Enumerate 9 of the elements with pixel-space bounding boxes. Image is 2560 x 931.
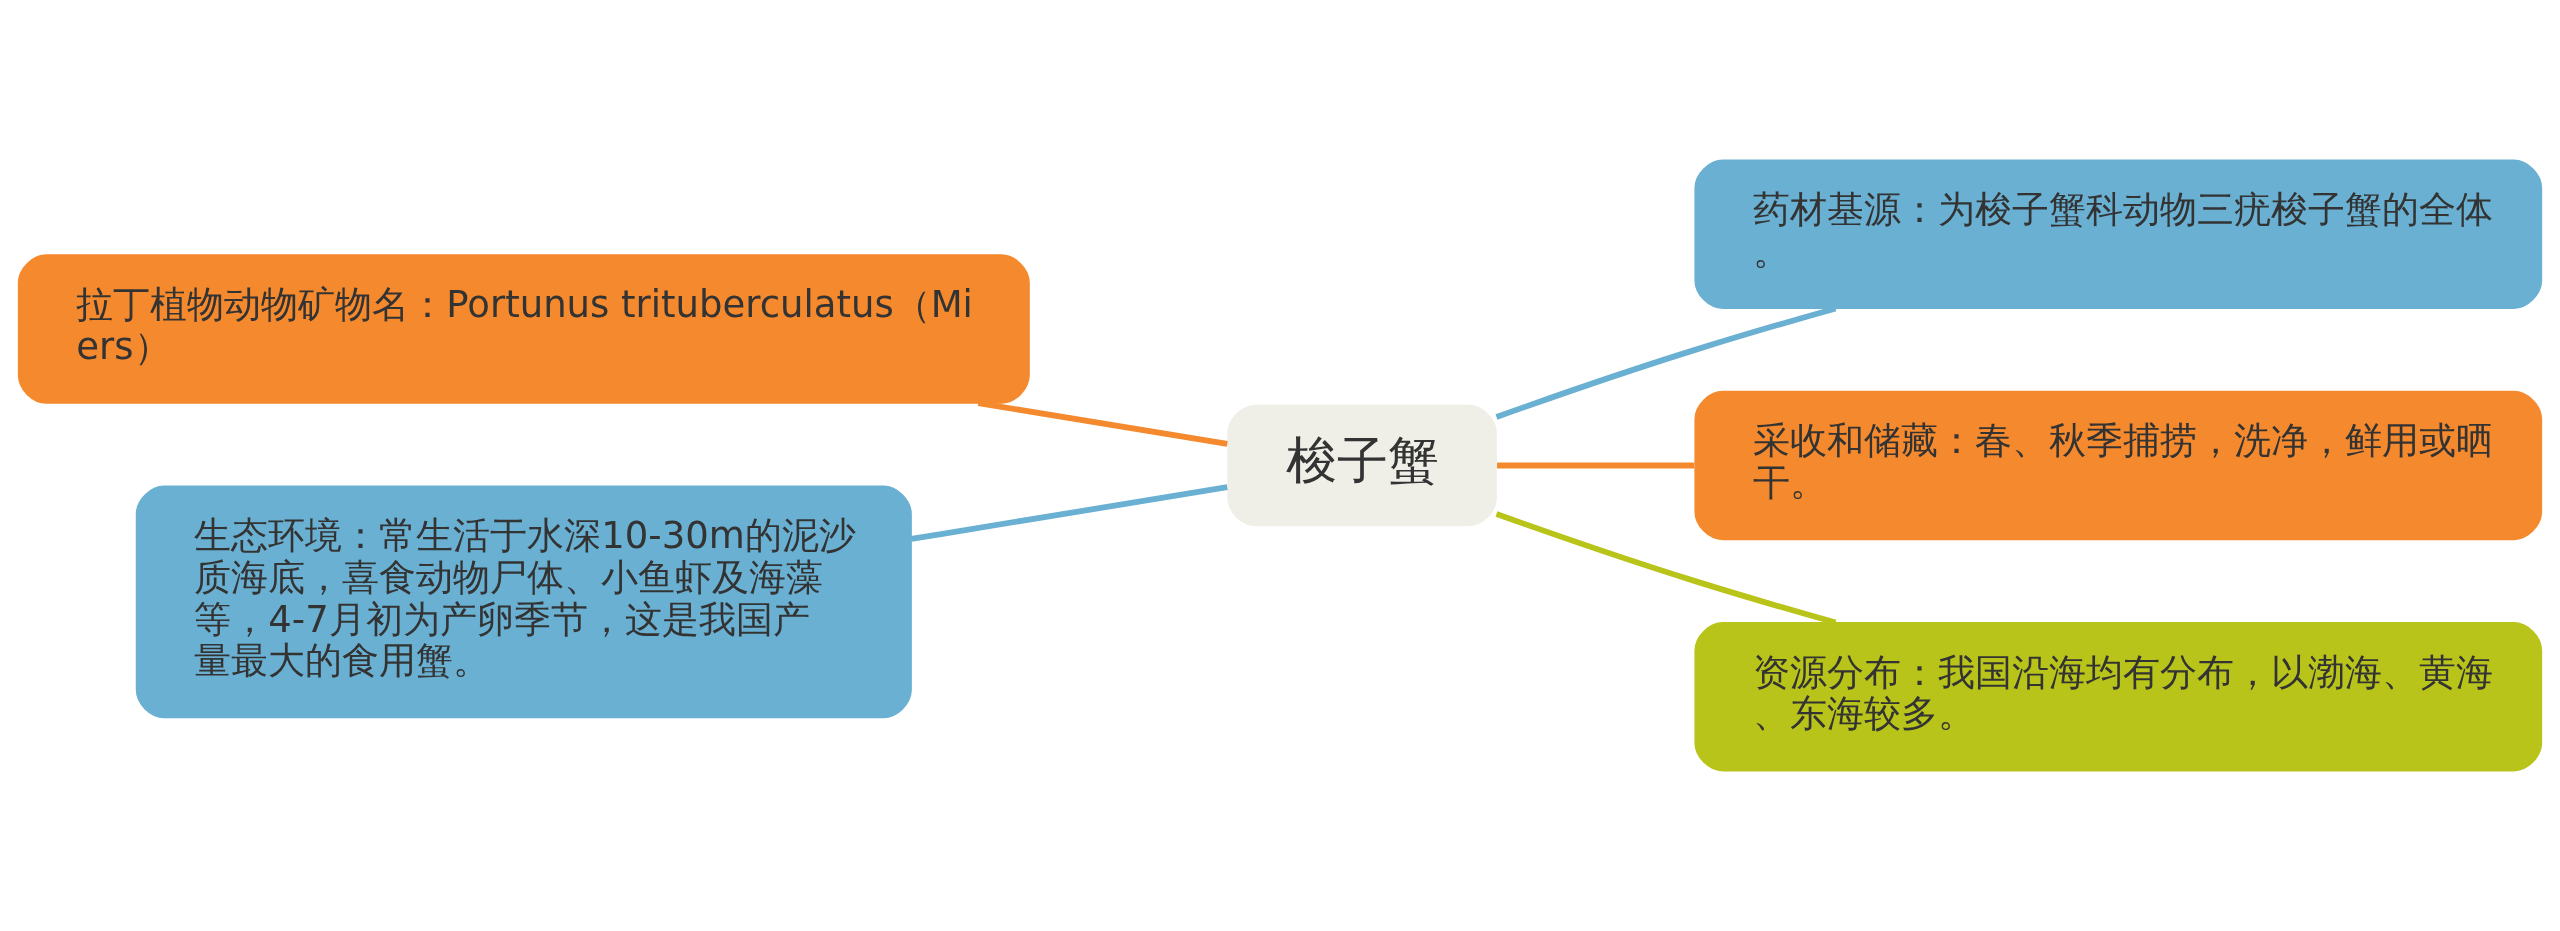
node-box: 拉丁植物动物矿物名：Portunus trituberculatus（Miers） (17, 254, 1030, 404)
node-box: 资源分布：我国沿海均有分布，以渤海、黄海、东海较多。 (1694, 622, 2543, 772)
node-box: 采收和储藏：春、秋季捕捞，洗净，鲜用或晒干。 (1694, 390, 2543, 541)
node-box: 生态环境：常生活于水深10-30m的泥沙质海底，喜食动物尸体、小鱼虾及海藻等，4-7月初为产卵季节，这是我国产量最大的食用蟹。 (135, 485, 912, 719)
connector (1497, 462, 1695, 469)
node-box: 梭子蟹 (1227, 404, 1497, 527)
connector (910, 484, 1228, 542)
connector (977, 400, 1228, 447)
node-box: 药材基源：为梭子蟹科动物三疣梭子蟹的全体。 (1694, 159, 2543, 309)
